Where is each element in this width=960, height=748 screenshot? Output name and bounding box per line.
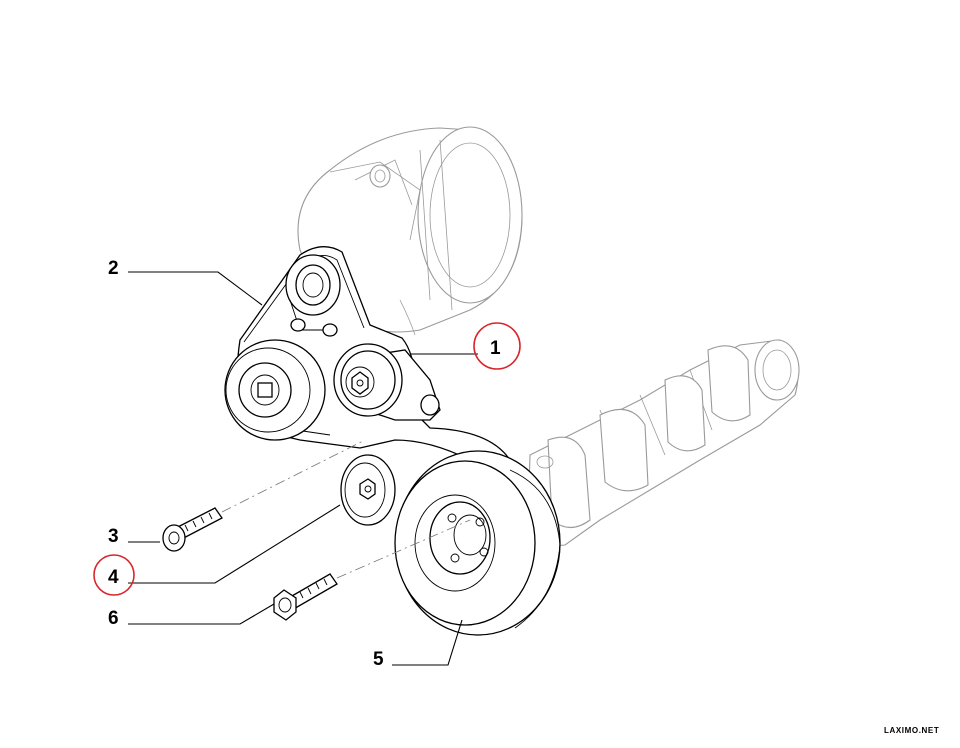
pulley-flange-bolt — [273, 573, 338, 621]
highlight-ring-4 — [93, 554, 135, 596]
idler-pulley — [340, 454, 396, 526]
callout-3[interactable]: 3 — [108, 526, 119, 547]
callout-4[interactable]: 4 — [93, 554, 135, 596]
callout-6[interactable]: 6 — [108, 608, 119, 629]
callout-label-5: 5 — [373, 649, 384, 670]
accessory-pulley — [224, 339, 326, 441]
alternator-housing — [297, 126, 523, 336]
callout-label-4: 4 — [108, 567, 119, 588]
leader-5 — [392, 619, 463, 666]
alternator-pulley — [285, 254, 341, 337]
callout-2[interactable]: 2 — [108, 258, 119, 279]
belt-tensioner — [333, 343, 441, 421]
watermark: LAXIMO.NET — [884, 726, 939, 735]
leader-2 — [128, 271, 263, 306]
highlight-ring-1 — [473, 322, 521, 370]
crankshaft-pulley — [394, 450, 561, 636]
callout-1[interactable]: 1 — [473, 322, 521, 370]
leader-lines — [128, 271, 478, 666]
assembly-axes — [221, 439, 471, 579]
callout-5[interactable]: 5 — [373, 649, 384, 670]
callout-label-3: 3 — [108, 526, 119, 547]
tensioner-bolt — [162, 507, 223, 552]
callout-label-2: 2 — [108, 258, 119, 279]
leader-6 — [128, 603, 275, 625]
callout-label-1: 1 — [490, 338, 501, 359]
callout-label-6: 6 — [108, 608, 119, 629]
leader-4 — [128, 504, 341, 584]
crankshaft — [527, 339, 800, 546]
